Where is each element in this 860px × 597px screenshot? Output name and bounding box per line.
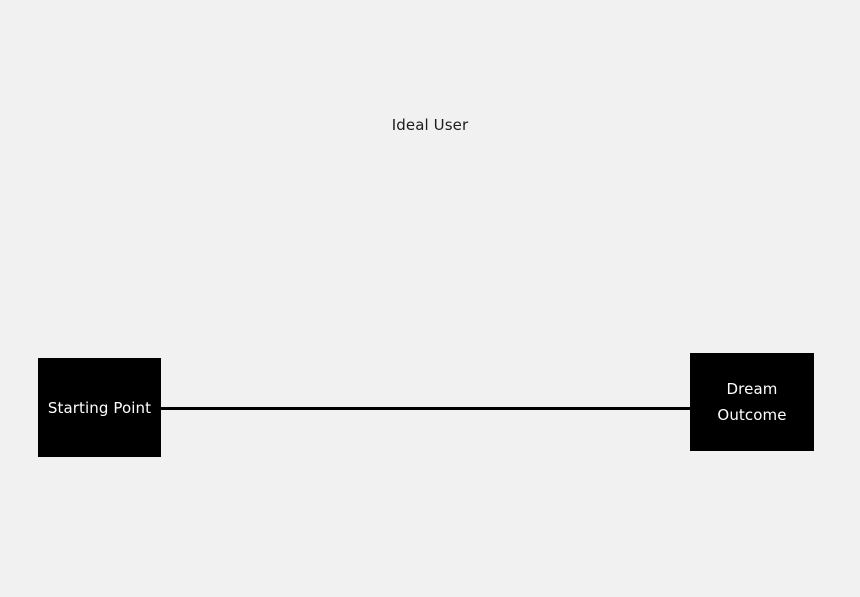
node-label-starting-point: Starting Point [47, 398, 152, 417]
diagram-node-dream-outcome[interactable]: Dream Outcome [690, 353, 814, 451]
diagram-node-starting-point[interactable]: Starting Point [38, 358, 161, 457]
connector-start-to-outcome [158, 407, 693, 410]
page-title: Ideal User [391, 116, 469, 134]
node-label-dream-outcome: Dream Outcome [717, 380, 787, 424]
